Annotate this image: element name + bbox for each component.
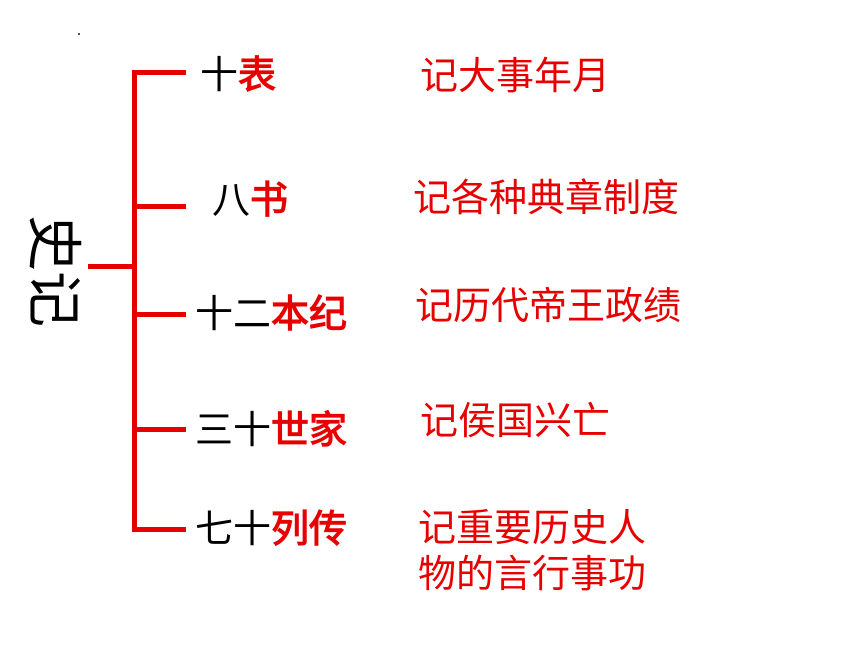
stray-dot [78,33,80,35]
connector-branch-2 [132,204,186,209]
branch-description-shu: 记各种典章制度 [413,175,679,221]
branch-count: 三十 [195,408,272,452]
branch-category: 列传 [271,507,348,551]
connector-root-stub [88,264,134,269]
connector-branch-4 [132,427,186,432]
connector-vertical-spine [132,70,137,532]
branch-description-benji: 记历代帝王政绩 [415,283,681,329]
branch-category: 表 [238,53,277,97]
description-line: 记侯国兴亡 [420,399,611,443]
connector-branch-1 [132,70,186,75]
branch-node-shijia: 三十世家 [195,408,347,452]
branch-description-biao: 记大事年月 [420,53,610,99]
branch-category: 书 [250,178,289,222]
description-line: 物的言行事功 [418,552,647,596]
description-line: 记大事年月 [420,54,611,98]
description-line: 记重要历史人 [418,506,647,550]
branch-node-liezhuan: 七十列传 [195,507,347,551]
branch-count: 八 [212,178,251,222]
branch-category: 世家 [271,408,348,452]
connector-branch-3 [132,312,186,317]
description-line: 记各种典章制度 [413,176,680,220]
branch-count: 十 [200,53,239,97]
branch-count: 七十 [195,507,272,551]
branch-category: 本纪 [271,292,348,336]
description-line: 记历代帝王政绩 [415,284,682,328]
branch-description-shijia: 记侯国兴亡 [420,398,610,444]
connector-branch-5 [132,527,186,532]
branch-node-benji: 十二本纪 [195,292,347,336]
branch-node-biao: 十表 [200,53,276,97]
branch-count: 十二 [195,292,272,336]
branch-description-liezhuan: 记重要历史人 物的言行事功 [418,505,646,597]
root-node-label: 史记 [20,215,85,327]
branch-node-shu: 八书 [212,178,288,222]
